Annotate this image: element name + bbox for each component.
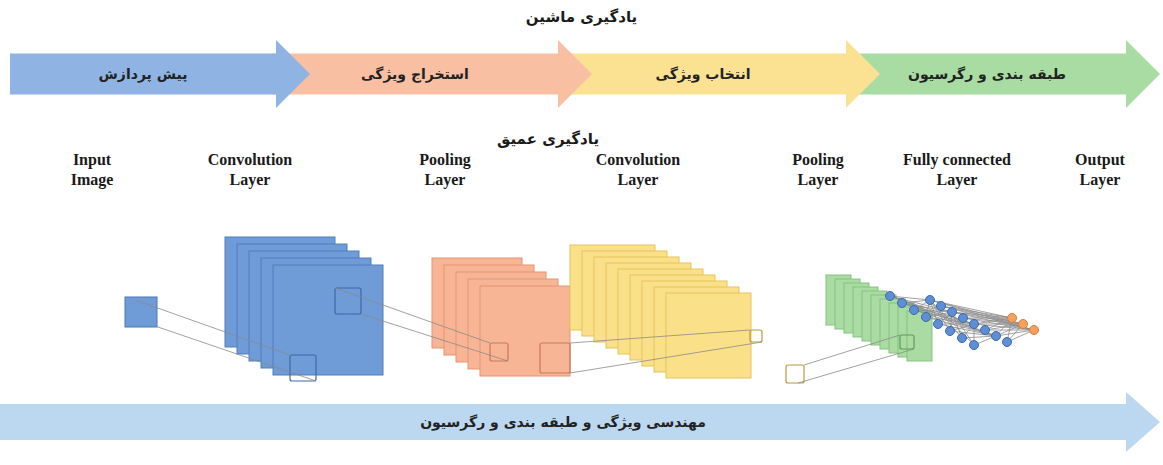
pipeline-arrow: مهندسی ویژگی و طبقه بندی و رگرسیون bbox=[0, 392, 1160, 452]
layer-label: Fully connected Layer bbox=[887, 150, 1027, 190]
stage-label: انتخاب ویژگی bbox=[655, 66, 750, 82]
arrow-outline bbox=[848, 40, 1160, 108]
fc-neuron bbox=[958, 334, 967, 343]
stage-label: مهندسی ویژگی و طبقه بندی و رگرسیون bbox=[420, 414, 706, 430]
arrow-label-box: انتخاب ویژگی bbox=[560, 54, 846, 95]
fc-neuron bbox=[959, 314, 968, 323]
fc-neuron bbox=[937, 302, 946, 311]
fc-neuron bbox=[948, 308, 957, 317]
stage-arrow: انتخاب ویژگی bbox=[560, 40, 880, 108]
stage-arrow: استخراج ویژگی bbox=[272, 40, 592, 108]
fc-neuron bbox=[898, 299, 907, 308]
conv-layer-1 bbox=[225, 237, 383, 375]
stage-arrow: پیش پردازش bbox=[10, 40, 310, 108]
stage-label: پیش پردازش bbox=[99, 66, 188, 82]
projection-line bbox=[335, 288, 490, 343]
feature-map bbox=[480, 286, 570, 376]
receptive-window bbox=[786, 365, 804, 383]
fc-neuron bbox=[934, 320, 943, 329]
output-neuron bbox=[1008, 314, 1017, 323]
projection-line bbox=[974, 318, 1012, 324]
layer-label: Convolution Layer bbox=[586, 150, 690, 190]
title: یادگیری ماشین bbox=[0, 8, 1163, 26]
projection-line bbox=[963, 318, 1034, 330]
projection-line bbox=[952, 312, 974, 345]
arrow-label-box: پیش پردازش bbox=[10, 54, 276, 95]
pool-layer-2 bbox=[826, 275, 932, 361]
layer-label: Pooling Layer bbox=[409, 150, 481, 190]
output-neuron bbox=[1019, 320, 1028, 329]
fc-neuron bbox=[981, 326, 990, 335]
input-image bbox=[125, 297, 157, 327]
layer-label: Pooling Layer bbox=[782, 150, 854, 190]
receptive-window bbox=[335, 288, 361, 314]
projection-line bbox=[938, 324, 974, 325]
projection-line bbox=[890, 296, 974, 324]
fc-neuron bbox=[946, 327, 955, 336]
arrow-outline bbox=[272, 40, 592, 108]
fc-neuron bbox=[886, 292, 895, 301]
projection-line bbox=[952, 312, 1023, 324]
projection-line bbox=[930, 300, 1034, 330]
pool-layer-1 bbox=[432, 258, 570, 376]
arrow-label-box: مهندسی ویژگی و طبقه بندی و رگرسیون bbox=[0, 404, 1126, 440]
projection-line bbox=[155, 326, 316, 381]
projection-line bbox=[361, 314, 508, 361]
output-neuron bbox=[1030, 326, 1039, 335]
stage-label: استخراج ویژگی bbox=[361, 66, 469, 82]
fc-neuron bbox=[922, 313, 931, 322]
fc-neuron bbox=[910, 306, 919, 315]
section-heading: یادگیری عمیق bbox=[448, 130, 648, 148]
fc-neuron bbox=[992, 332, 1001, 341]
fc-neuron bbox=[1003, 338, 1012, 347]
projection-line bbox=[952, 312, 1034, 330]
arrow-outline bbox=[10, 40, 310, 108]
stage-arrow: طبقه بندی و رگرسیون bbox=[848, 40, 1160, 108]
arrow-label-box: استخراج ویژگی bbox=[272, 54, 558, 95]
layer-label: Input Image bbox=[61, 150, 123, 190]
receptive-window bbox=[540, 343, 570, 373]
layer-label: Output Layer bbox=[1066, 150, 1134, 190]
receptive-window bbox=[290, 355, 316, 381]
arrow-outline bbox=[0, 392, 1160, 452]
receptive-window bbox=[900, 335, 914, 349]
stage-label: طبقه بندی و رگرسیون bbox=[908, 66, 1066, 82]
feature-map bbox=[907, 311, 932, 361]
projection-line bbox=[798, 349, 914, 383]
fc-neuron bbox=[970, 320, 979, 329]
receptive-window bbox=[750, 330, 762, 342]
fc-neuron bbox=[926, 296, 935, 305]
layer-label: Convolution Layer bbox=[198, 150, 302, 190]
projection-line bbox=[570, 342, 762, 373]
arrow-label-box: طبقه بندی و رگرسیون bbox=[848, 54, 1126, 95]
projection-line bbox=[570, 330, 750, 343]
projection-line bbox=[804, 335, 900, 365]
fc-neuron bbox=[970, 341, 979, 350]
arrow-outline bbox=[560, 40, 880, 108]
